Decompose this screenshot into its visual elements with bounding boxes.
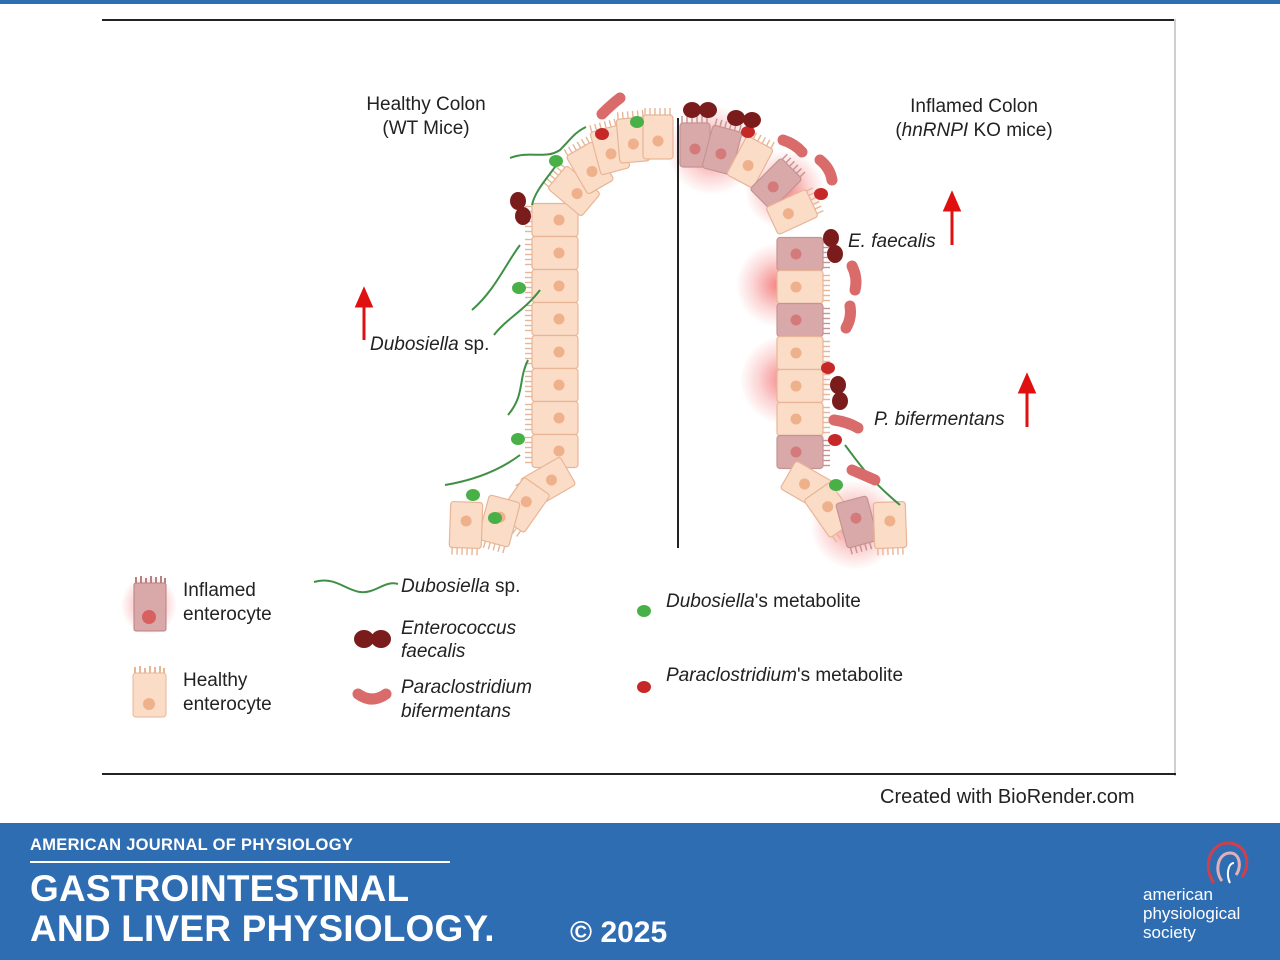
- healthy-enterocyte: [776, 335, 824, 371]
- arrow-p-bifermentans-icon: [1017, 372, 1037, 427]
- healthy-enterocyte: [531, 334, 579, 370]
- increase-arrows: [354, 190, 1037, 427]
- healthy-enterocyte: [531, 235, 579, 271]
- enterococcus-bacteria: [510, 102, 848, 410]
- healthy-enterocyte: [642, 114, 674, 160]
- legend: Inflamed enterocyte Healthy enterocyte D…: [121, 575, 903, 722]
- inflamed-enterocyte: [776, 302, 824, 338]
- legend-inflamed-label-2: enterocyte: [183, 604, 272, 625]
- legend-dubosiella-metabolite-label: Dubosiella's metabolite: [666, 591, 861, 612]
- figure-frame-top: [102, 19, 1176, 21]
- p-bifermentans-label: P. bifermentans: [874, 409, 1005, 430]
- journal-title-line1: GASTROINTESTINAL: [30, 868, 410, 909]
- society-name-line1: american: [1143, 885, 1213, 904]
- figure-frame-bottom: [102, 773, 1176, 775]
- healthy-enterocyte: [531, 301, 579, 337]
- legend-enterococcus-icon: [354, 630, 391, 648]
- paraclostridium-metabolites: [595, 126, 842, 446]
- legend-inflamed-enterocyte-icon: [121, 575, 177, 635]
- healthy-enterocyte: [726, 135, 774, 189]
- inflamed-enterocyte: [776, 236, 824, 272]
- healthy-enterocyte: [776, 368, 824, 404]
- journal-title-line2: AND LIVER PHYSIOLOGY.: [30, 908, 495, 949]
- society-logo-icon: [1206, 841, 1249, 884]
- dubosiella-metabolites: [466, 116, 843, 524]
- healthy-enterocyte: [531, 268, 579, 304]
- legend-dubosiella-strand-icon: [313, 579, 399, 594]
- healthy-colon-title: Healthy Colon: [366, 94, 485, 115]
- inflamed-enterocyte: [679, 122, 711, 168]
- dubosiella-label: Dubosiella sp.: [370, 334, 489, 355]
- society-name-line2: physiological: [1143, 904, 1241, 923]
- journal-parent-title: AMERICAN JOURNAL OF PHYSIOLOGY: [30, 836, 354, 854]
- healthy-enterocyte: [776, 269, 824, 305]
- colon-diagram: Healthy Colon (WT Mice) Inflamed Colon (…: [121, 92, 1053, 722]
- enterocyte-layer: [448, 114, 908, 550]
- legend-healthy-enterocyte-icon: [132, 666, 167, 718]
- inflamed-colon-title: Inflamed Colon: [910, 96, 1038, 117]
- legend-paraclostridium-label-2: bifermentans: [401, 701, 511, 722]
- legend-enterococcus-label-2: faecalis: [401, 641, 466, 662]
- inflamed-enterocyte: [750, 158, 802, 210]
- figure-frame-right: [1174, 19, 1176, 776]
- healthy-enterocyte: [448, 500, 484, 550]
- legend-healthy-label-2: enterocyte: [183, 694, 272, 715]
- journal-footer: AMERICAN JOURNAL OF PHYSIOLOGY GASTROINT…: [0, 823, 1280, 960]
- inflamed-enterocyte: [701, 124, 743, 176]
- inflamed-enterocyte: [835, 495, 879, 549]
- top-accent-bar: [0, 0, 1280, 4]
- legend-paraclostridium-icon: [352, 688, 392, 705]
- society-name: american physiological society: [1143, 885, 1240, 942]
- legend-enterococcus-label-1: Enterococcus: [401, 618, 517, 639]
- society-name-line3: society: [1143, 923, 1196, 942]
- legend-dubosiella-label: Dubosiella sp.: [401, 576, 520, 597]
- healthy-enterocyte: [872, 500, 908, 550]
- healthy-enterocyte: [766, 189, 818, 235]
- healthy-enterocyte: [531, 400, 579, 436]
- biorender-credit: Created with BioRender.com: [880, 786, 1135, 808]
- healthy-enterocyte: [776, 401, 824, 437]
- arrow-e-faecalis-icon: [942, 190, 962, 245]
- journal-divider: [30, 861, 450, 863]
- legend-paraclostridium-metabolite-label: Paraclostridium's metabolite: [666, 665, 903, 686]
- legend-dubosiella-metabolite-icon: [637, 605, 651, 617]
- journal-title: GASTROINTESTINAL AND LIVER PHYSIOLOGY.: [30, 869, 495, 949]
- legend-paraclostridium-metabolite-icon: [637, 681, 651, 693]
- legend-inflamed-label-1: Inflamed: [183, 580, 256, 601]
- copyright-notice: © 2025: [570, 916, 668, 949]
- inflamed-colon-subtitle: (hnRNPI KO mice): [895, 120, 1052, 141]
- healthy-colon-subtitle: (WT Mice): [382, 118, 469, 139]
- e-faecalis-label: E. faecalis: [848, 231, 936, 252]
- inflamed-enterocyte: [776, 434, 824, 470]
- legend-paraclostridium-label-1: Paraclostridium: [401, 677, 532, 698]
- dubosiella-strands: [444, 126, 901, 506]
- legend-healthy-label-1: Healthy: [183, 670, 248, 691]
- arrow-dubosiella-icon: [354, 286, 374, 340]
- healthy-enterocyte: [531, 202, 579, 238]
- paraclostridium-bacteria: [596, 92, 881, 486]
- healthy-enterocyte: [531, 367, 579, 403]
